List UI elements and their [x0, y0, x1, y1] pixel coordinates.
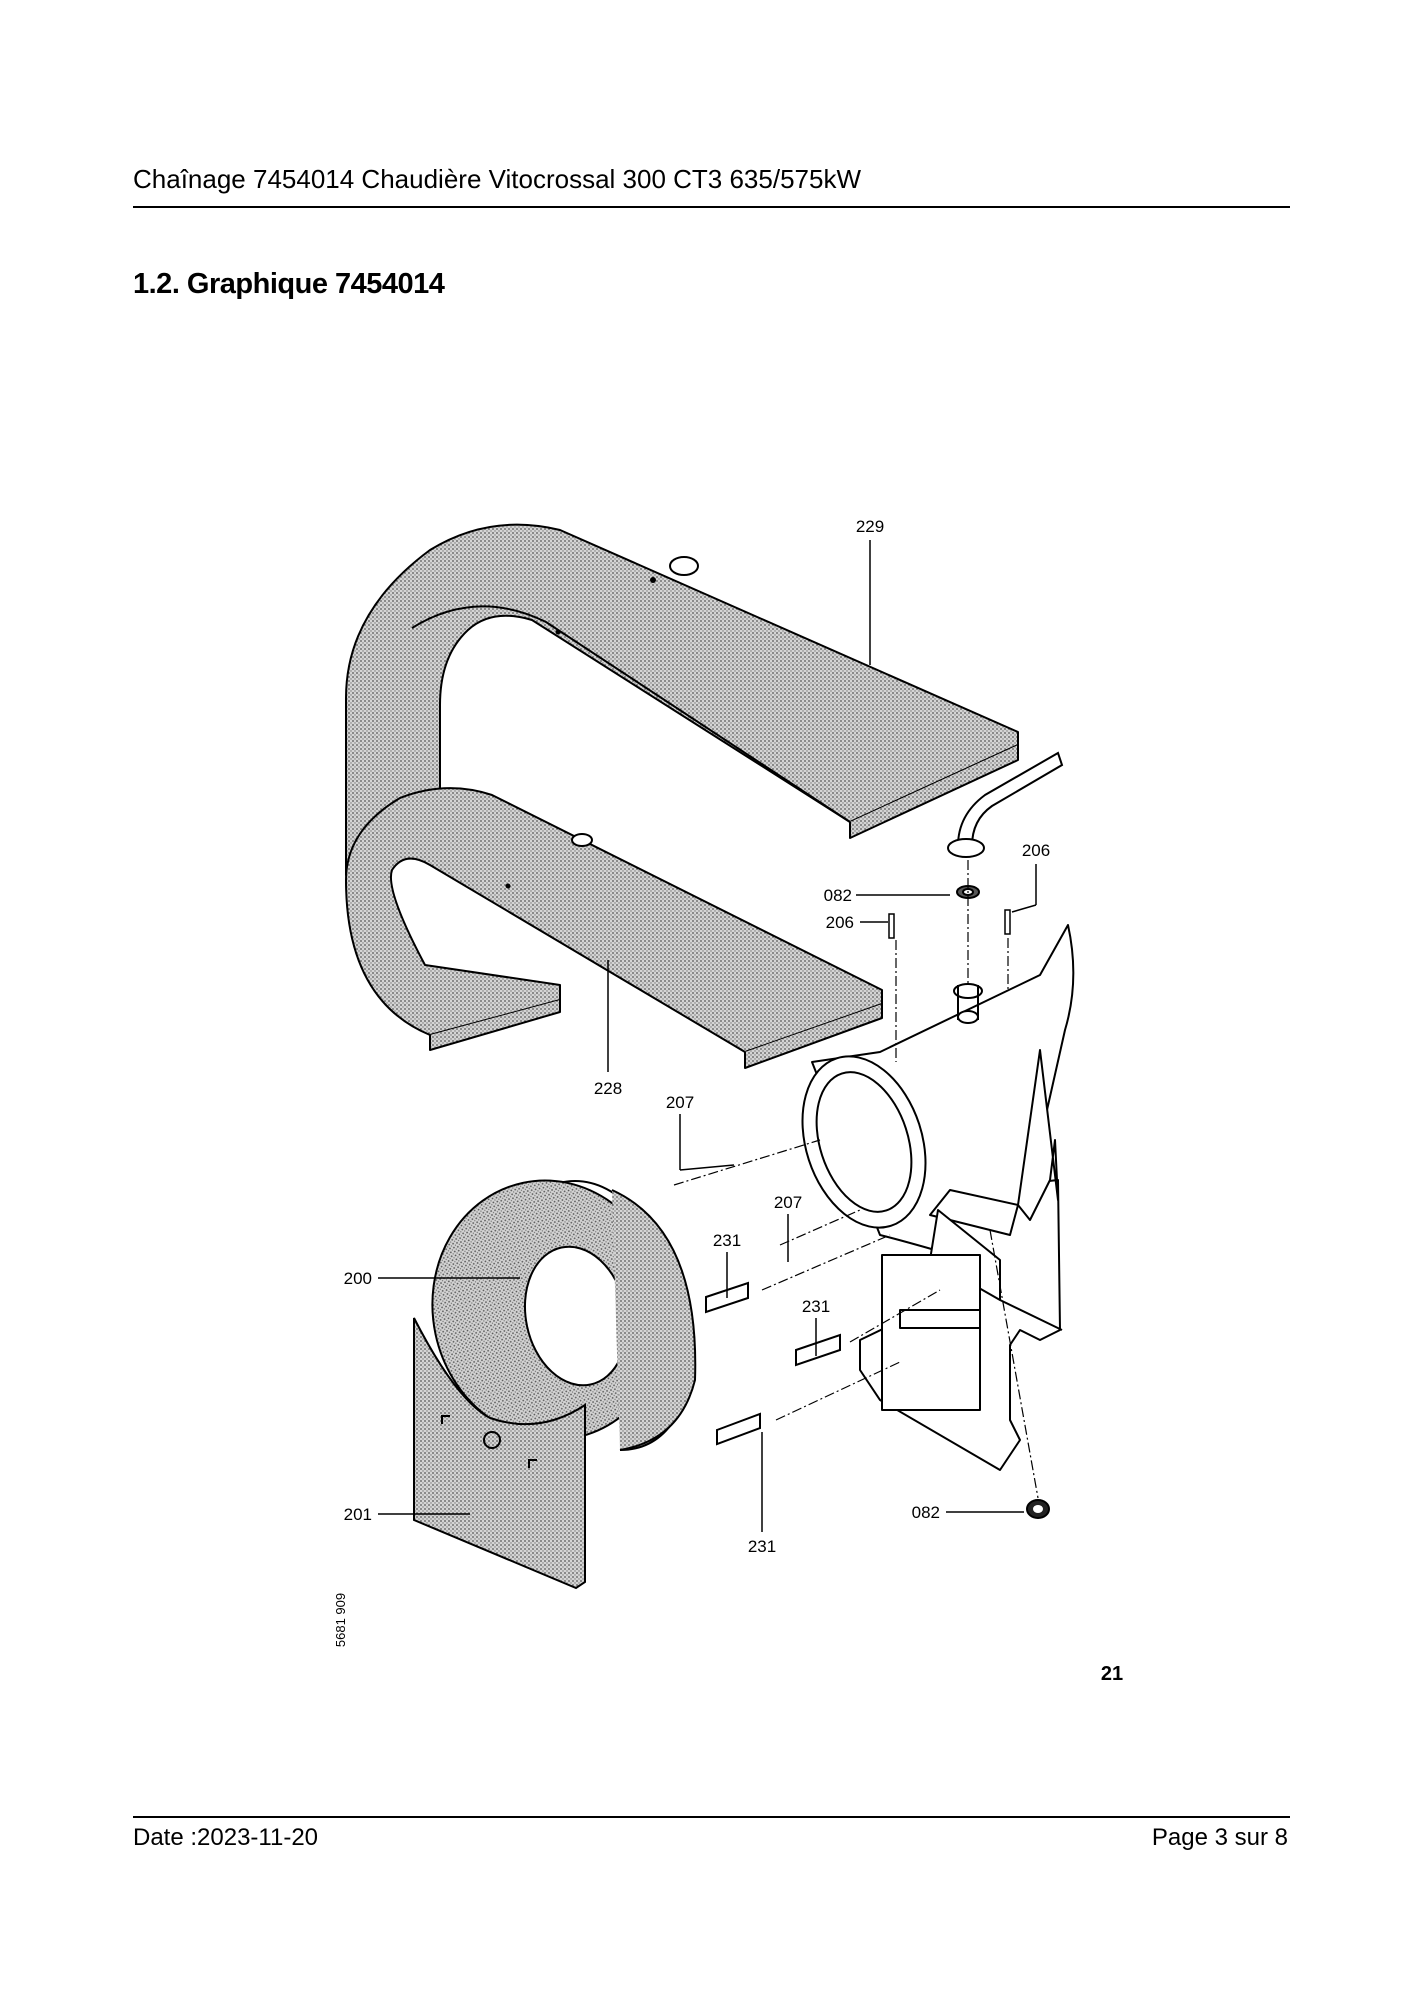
callout-207-upper: 207 — [666, 1093, 694, 1112]
callout-201: 201 — [344, 1505, 372, 1524]
callout-229: 229 — [856, 517, 884, 536]
footer-divider — [133, 1816, 1290, 1818]
gasket-082-bottom — [1026, 1499, 1050, 1519]
callout-231-middle: 231 — [802, 1297, 830, 1316]
callout-082-top: 082 — [824, 886, 852, 905]
callout-231-bottom: 231 — [748, 1537, 776, 1556]
callout-207-lower: 207 — [774, 1193, 802, 1212]
callout-228: 228 — [594, 1079, 622, 1098]
footer-date: Date :2023-11-20 — [133, 1824, 319, 1851]
header-divider — [133, 206, 1290, 208]
callout-231-left: 231 — [713, 1231, 741, 1250]
boiler-body — [801, 924, 1075, 1471]
front-plate-201 — [413, 1317, 586, 1590]
insulation-bottom-228 — [345, 787, 883, 1069]
alignment-lines — [673, 860, 1039, 1499]
footer-page-number: Page 3 sur 8 — [1151, 1824, 1288, 1851]
section-title: 1.2. Graphique 7454014 — [133, 268, 445, 300]
drawing-code: 5681 909 — [333, 1593, 348, 1647]
callout-leaders — [378, 540, 1037, 1532]
pins-206 — [888, 909, 1011, 939]
document-header-title: Chaînage 7454014 Chaudière Vitocrossal 3… — [133, 164, 861, 194]
figure-number: 21 — [1101, 1663, 1123, 1685]
callout-200: 200 — [344, 1269, 372, 1288]
callout-206-left: 206 — [826, 913, 854, 932]
insulation-top-229 — [345, 523, 1019, 876]
insulation-ring-200 — [431, 1179, 697, 1451]
callout-082-bottom: 082 — [912, 1503, 940, 1522]
callout-206-right: 206 — [1022, 841, 1050, 860]
